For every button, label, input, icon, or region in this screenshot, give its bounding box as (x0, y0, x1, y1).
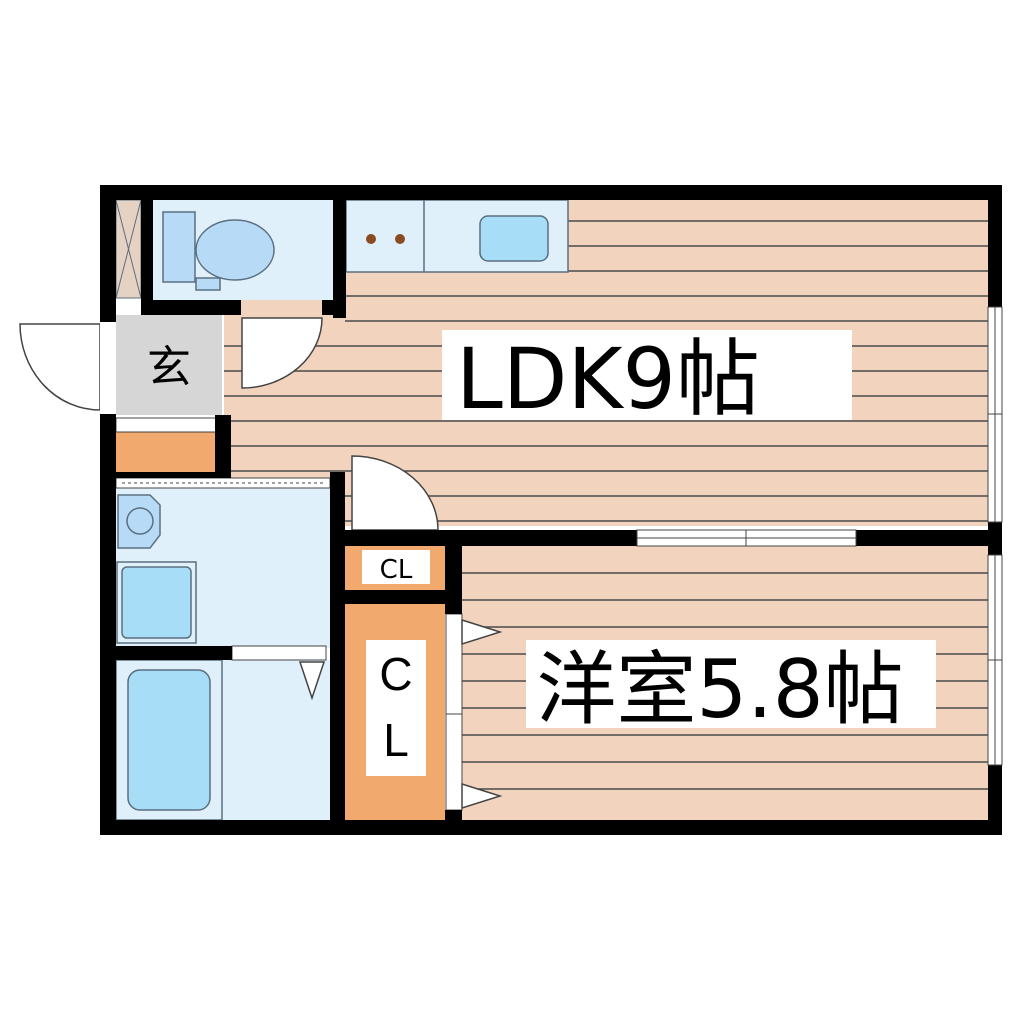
toilet-bowl-icon (195, 219, 275, 281)
entrance-floor (116, 315, 222, 415)
tall-closet-label-l: L (383, 714, 409, 766)
ldk-label: LDK9帖 (456, 330, 760, 428)
entrance-label: 玄 (147, 342, 191, 393)
front-door-swing (19, 323, 101, 411)
western-room-label: 洋室5.8帖 (536, 643, 903, 736)
window (987, 306, 1003, 523)
stove-burner-icon (366, 234, 376, 244)
toilet-door-swing (241, 317, 323, 389)
tall-closet-label-c: C (379, 648, 412, 700)
stove-burner-icon (395, 234, 405, 244)
closet-door-icon (461, 618, 503, 646)
toilet-tank-icon (162, 211, 196, 283)
kitchen-sink-icon (479, 215, 549, 262)
window (987, 554, 1003, 766)
bath-door-icon (298, 661, 326, 701)
walls (100, 185, 1002, 835)
closet-door-icon (461, 782, 503, 810)
corridor-door-swing (351, 455, 439, 531)
bathtub-icon (127, 669, 211, 811)
small-closet-label: CL (380, 555, 413, 585)
